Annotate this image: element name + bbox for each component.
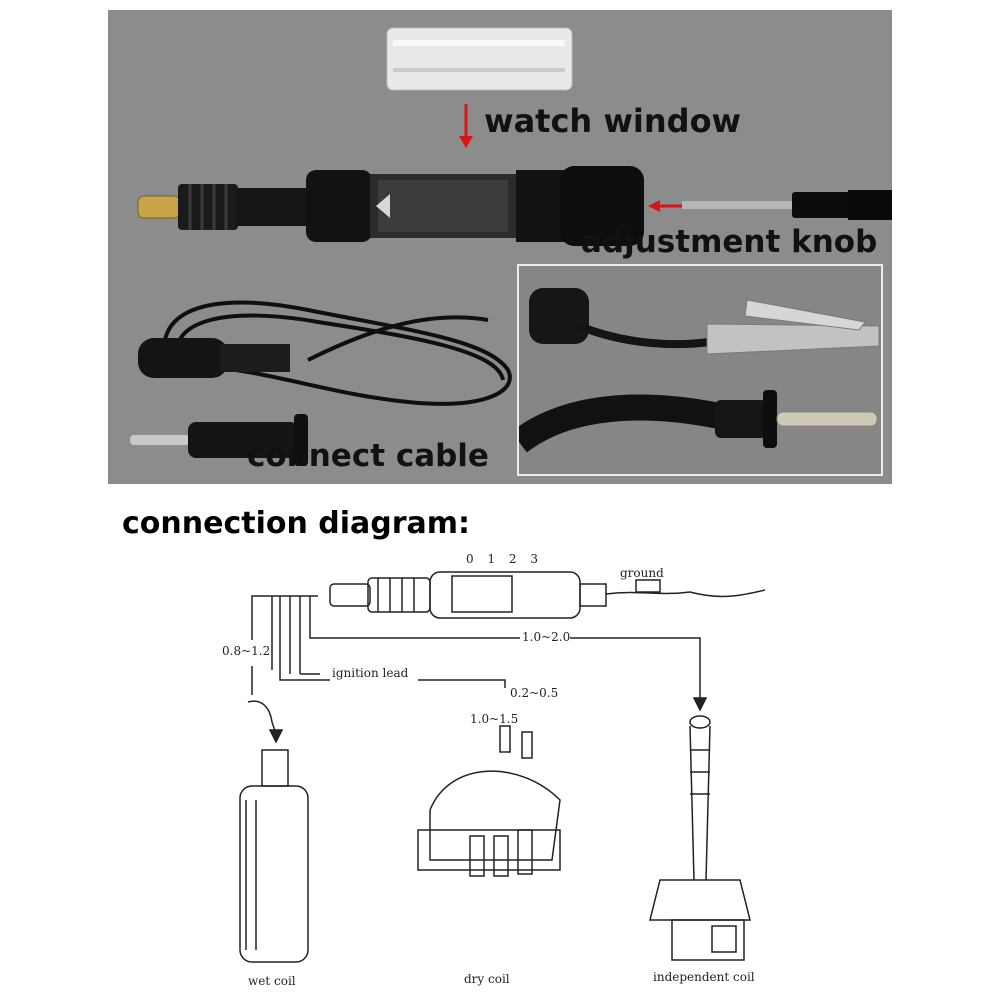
spark-tester-tool [137, 166, 892, 246]
cable-plug-left [138, 338, 290, 378]
watch-window-label: watch window [484, 102, 742, 140]
glass-tube [386, 27, 573, 91]
banana-plug-end [519, 390, 878, 453]
spark-tester-illustration [130, 27, 892, 466]
wet-coil-drawing [239, 700, 309, 963]
gap-dry-coil-label-b: 1.0~1.5 [470, 712, 519, 726]
gap-wet-coil-label: 0.8~1.2 [222, 644, 271, 658]
diagram-title: connection diagram: [122, 506, 471, 541]
dry-coil-label: dry coil [464, 972, 510, 986]
connection-diagram-drawing [239, 571, 766, 963]
gap-dry-coil-label-a: 0.2~0.5 [510, 686, 559, 700]
connect-cable-label: connect cable [247, 438, 489, 474]
dry-coil-drawing [417, 725, 561, 877]
ground-label: ground [620, 566, 664, 580]
product-photo: watch window adjustment knob connect cab… [108, 10, 892, 484]
cable-ends-illustration [519, 288, 880, 453]
gap-independent-coil-label: 1.0~2.0 [522, 630, 571, 644]
independent-coil-drawing [649, 715, 751, 961]
watch-window-arrow [459, 104, 473, 148]
independent-coil-label: independent coil [653, 970, 755, 984]
alligator-clip [529, 288, 880, 355]
connection-lines [251, 595, 708, 712]
ignition-lead-label: ignition lead [332, 666, 409, 680]
connection-diagram: 0 1 2 3 ground 0.8~1.2 1.0~2.0 ignition … [0, 540, 1000, 1000]
adjustment-knob-label: adjustment knob [581, 224, 878, 260]
wet-coil-label: wet coil [248, 974, 296, 988]
scale-marks: 0 1 2 3 [466, 552, 543, 566]
cable-ends-inset [517, 264, 883, 476]
connect-cable [162, 300, 512, 406]
cable-banana-plug [130, 414, 308, 466]
tester-outline [329, 571, 766, 619]
